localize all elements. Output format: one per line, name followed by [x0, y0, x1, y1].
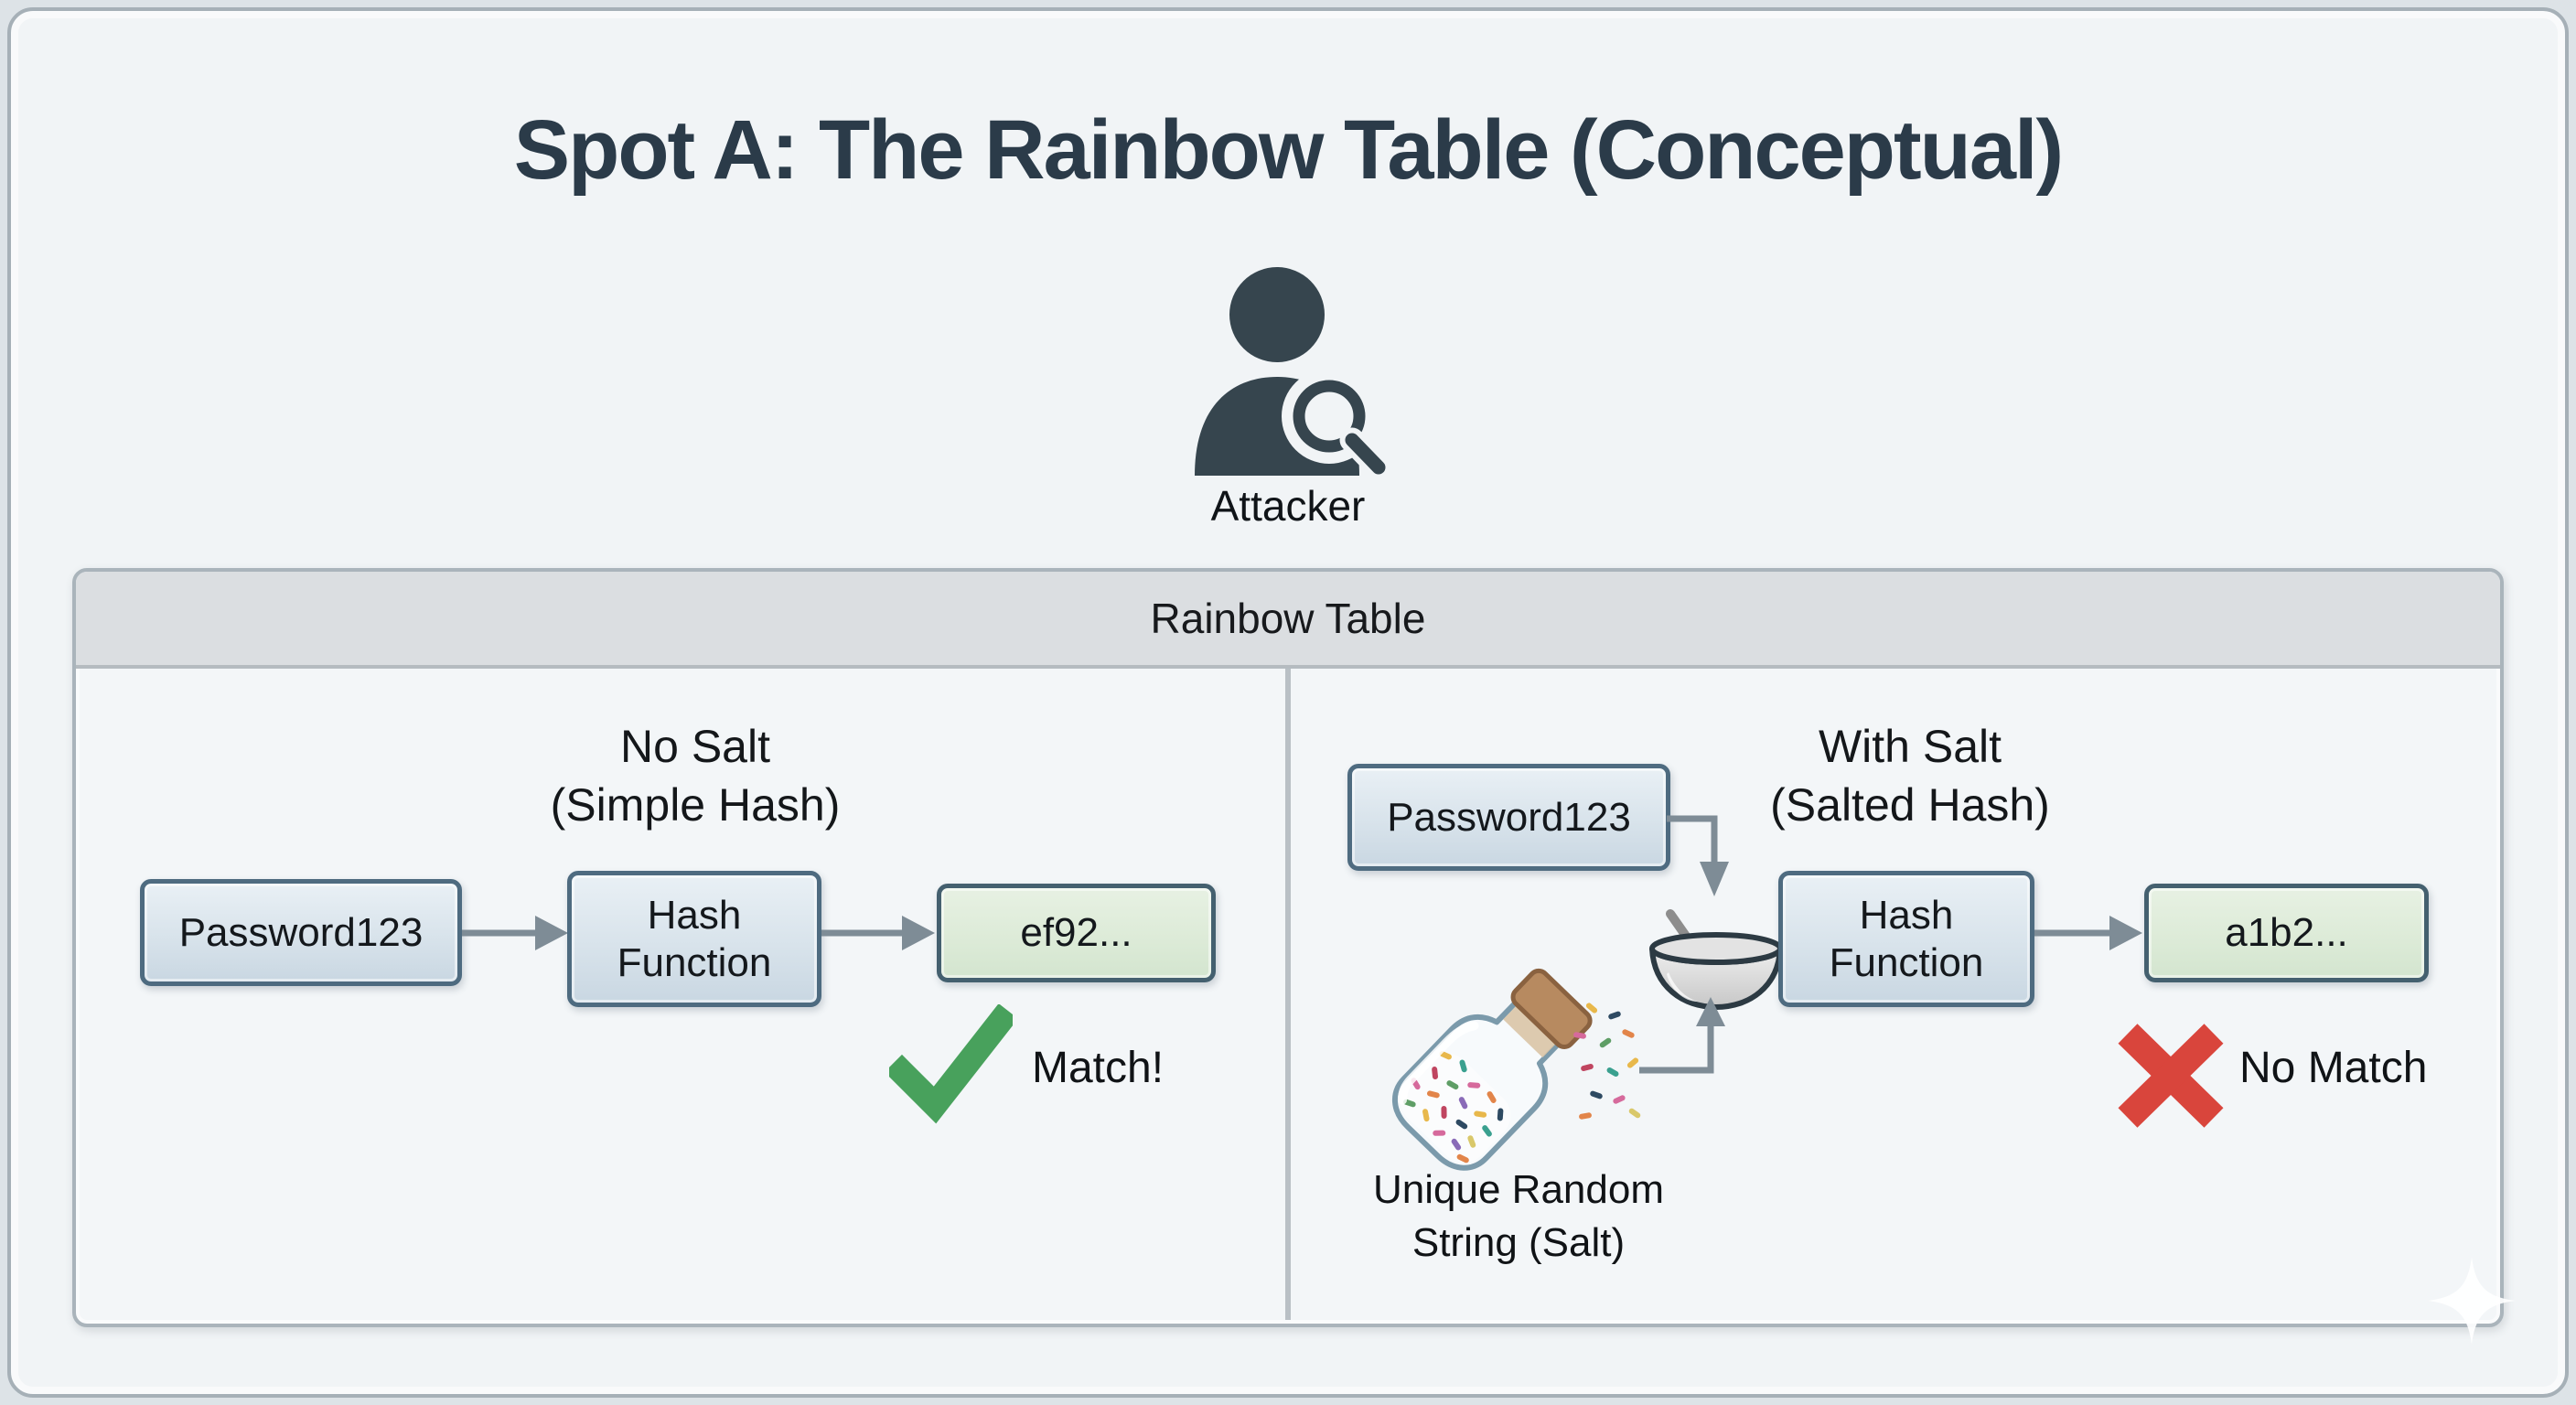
salt-caption-line2: String (Salt): [1411, 1220, 1626, 1265]
hash-output-box-no-salt: ef92...: [937, 884, 1216, 982]
hash-function-box-with-salt: Hash Function: [1778, 871, 2034, 1007]
magnifier-handle-icon: [1345, 433, 1385, 475]
mixing-bowl-icon: [1649, 909, 1782, 1011]
salt-caption-line1: Unique Random: [1373, 1167, 1664, 1212]
attacker-label: Attacker: [1210, 482, 1366, 530]
elbow-arrow-down-icon: [1667, 815, 1729, 896]
hash-function-text: Hash Function: [1829, 892, 1984, 985]
match-label: Match!: [1032, 1044, 1165, 1092]
magnifier-glass-icon: [1293, 380, 1365, 453]
no-salt-heading: No Salt (Simple Hash): [421, 717, 970, 834]
arrow-right-icon: [821, 916, 935, 950]
hash-function-box-no-salt: Hash Function: [567, 871, 821, 1007]
rainbow-table-header: Rainbow Table: [76, 572, 2500, 669]
rainbow-table-panel: Rainbow Table: [72, 568, 2504, 1327]
attacker-icon: [1194, 267, 1390, 476]
hash-output-box-with-salt: a1b2...: [2144, 884, 2429, 982]
salt-bottle-icon: [1391, 968, 1642, 1171]
password-text: Password123: [178, 909, 424, 955]
arrow-right-icon: [2034, 916, 2142, 950]
page-title: Spot A: The Rainbow Table (Conceptual): [513, 103, 2064, 197]
no-salt-heading-line1: No Salt: [620, 721, 770, 772]
with-salt-heading-line1: With Salt: [1818, 721, 2002, 772]
with-salt-heading: With Salt (Salted Hash): [1636, 717, 2184, 834]
with-salt-heading-line2: (Salted Hash): [1770, 779, 2050, 831]
attacker: Attacker: [1178, 265, 1398, 531]
password-box-with-salt: Password123: [1347, 764, 1670, 871]
no-match-label: No Match: [2239, 1044, 2428, 1092]
sparkle-watermark-icon: [2428, 1257, 2516, 1345]
password-text: Password123: [1387, 794, 1631, 840]
elbow-arrow-up-icon: [1639, 997, 1725, 1074]
x-icon: [2118, 1024, 2224, 1128]
salt-caption: Unique Random String (Salt): [1290, 1164, 1747, 1270]
hash-output-text: a1b2...: [2225, 910, 2348, 956]
rainbow-table-title: Rainbow Table: [1150, 595, 1426, 642]
password-box-no-salt: Password123: [140, 879, 462, 986]
hash-output-text: ef92...: [1020, 910, 1132, 956]
checkmark-icon: [889, 1004, 1013, 1124]
no-salt-heading-line2: (Simple Hash): [550, 779, 841, 831]
column-divider: [1285, 669, 1291, 1320]
arrow-right-icon: [462, 916, 568, 950]
hash-function-text: Hash Function: [617, 892, 772, 985]
